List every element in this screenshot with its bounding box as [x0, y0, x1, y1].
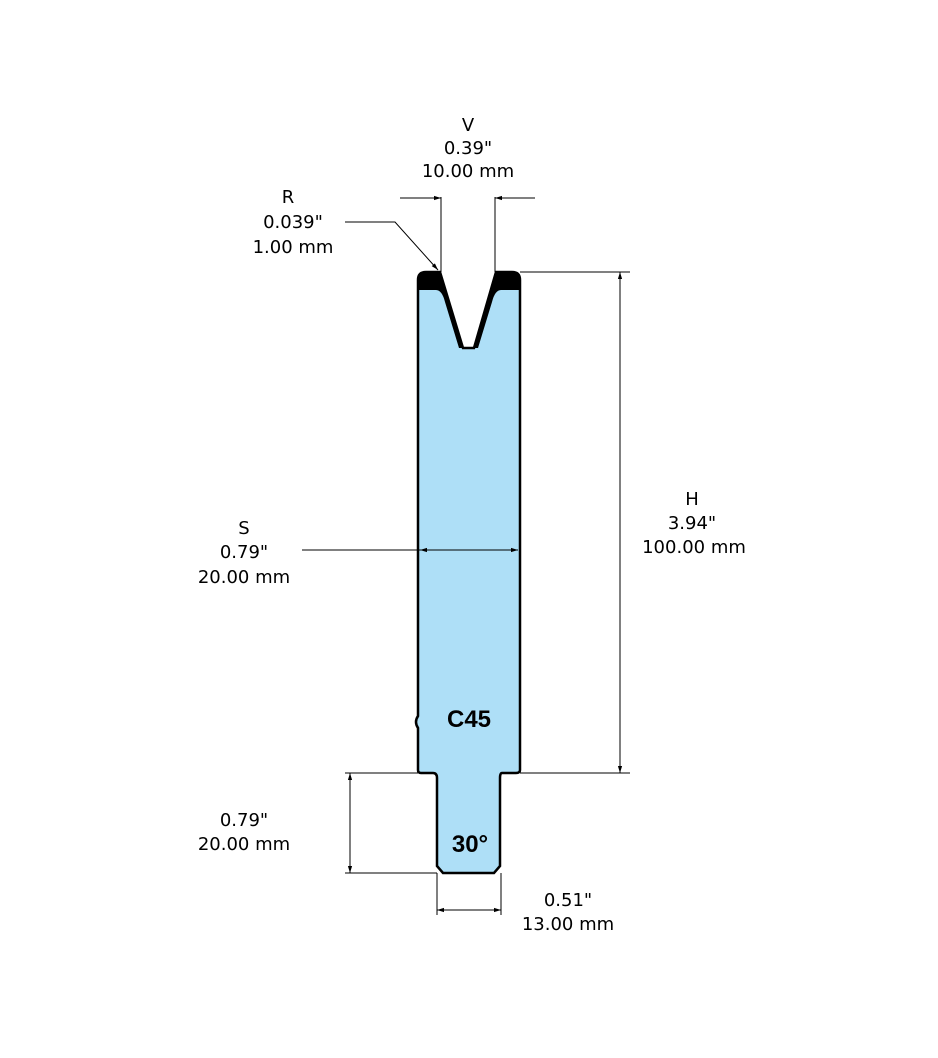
r-label: R: [282, 187, 295, 208]
tang-width-inch: 0.51": [544, 890, 592, 911]
h-mm: 100.00 mm: [642, 537, 746, 558]
s-label: S: [238, 518, 249, 539]
die-body: [414, 270, 522, 875]
r-mm: 1.00 mm: [253, 237, 334, 258]
h-inch: 3.94": [668, 513, 716, 534]
tang-height-dimension: [345, 772, 437, 874]
s-mm: 20.00 mm: [198, 567, 290, 588]
s-inch: 0.79": [220, 542, 268, 563]
right-tip-hardening: [474, 272, 520, 348]
left-tip-hardening: [418, 272, 463, 348]
tang-height-mm: 20.00 mm: [198, 834, 290, 855]
tang-width-mm: 13.00 mm: [522, 914, 614, 935]
tang-width-dimension: [436, 873, 502, 915]
r-leader: [345, 221, 439, 271]
material-label: C45: [447, 706, 491, 733]
v-dimension: [400, 195, 535, 272]
tang-height-inch: 0.79": [220, 810, 268, 831]
h-dimension: [520, 271, 630, 774]
h-label: H: [685, 489, 699, 510]
v-label: V: [462, 115, 475, 136]
r-inch: 0.039": [263, 212, 323, 233]
v-mm: 10.00 mm: [422, 161, 514, 182]
v-inch: 0.39": [444, 138, 492, 159]
angle-label: 30°: [452, 831, 488, 858]
